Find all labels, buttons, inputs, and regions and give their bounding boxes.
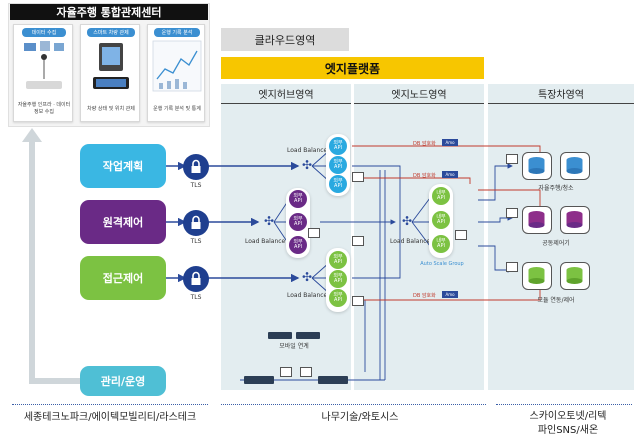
vehicle-db-icon xyxy=(528,267,545,284)
vehicle-monitoring-caption: 차량 상태 및 위치 관제 xyxy=(87,105,135,112)
tls-label-1: TLS xyxy=(190,182,202,189)
external-api-node: 외부 API xyxy=(289,190,307,208)
load-balance-label-1: Load Balance xyxy=(287,147,328,154)
edge-platform-header: 엣지플랫폼 xyxy=(221,57,484,79)
data-collection-caption: 자율주행 인프라 · 데이터 정보 수집 xyxy=(17,102,71,115)
document-icon xyxy=(352,296,364,306)
external-api-node: 외부 API xyxy=(329,156,347,174)
load-balance-label-4: Load Balance xyxy=(390,238,431,245)
db-encrypt-label-2: DB 암호화 xyxy=(413,173,436,179)
vehicle-monitoring-card: 스마트 차량 관제 차량 상태 및 위치 관제 xyxy=(80,24,140,122)
vehicle-monitoring-chip: 스마트 차량 관제 xyxy=(87,28,135,37)
analytics-chart-icon xyxy=(152,40,202,92)
internal-api-node: 내부 API xyxy=(432,235,450,253)
vehicle-module-2 xyxy=(560,262,590,290)
bottom-divider-right xyxy=(496,404,632,405)
data-collection-card: 데이터 수집 자율주행 인프라 · 데이터 정보 수집 xyxy=(13,24,73,122)
document-icon xyxy=(352,172,364,182)
monitor-icon xyxy=(93,43,129,89)
load-balance-label-2: Load Balance xyxy=(245,238,286,245)
mobile-server-2 xyxy=(296,332,320,339)
special-vehicle-header: 특장차영역 xyxy=(488,84,634,104)
module-control-label: 모듈 연동/제어 xyxy=(537,297,575,304)
management-box[interactable]: 관리/운영 xyxy=(80,366,166,396)
driving-analysis-chip: 운행 기록 분석 xyxy=(154,28,200,37)
internal-api-node: 내부 API xyxy=(432,187,450,205)
external-api-node: 외부 API xyxy=(289,213,307,231)
external-api-node: 외부 API xyxy=(329,270,347,288)
document-icon xyxy=(280,367,292,377)
vehicle-db-icon xyxy=(528,157,545,174)
vehicle-co-control-1 xyxy=(522,206,552,234)
co-controller-label: 공동제어기 xyxy=(542,240,570,247)
vehicle-db-icon xyxy=(566,157,583,174)
amo-tag-1: Amo xyxy=(442,139,458,146)
mobile-server-1 xyxy=(268,332,292,339)
document-icon xyxy=(308,228,320,238)
lock-icon xyxy=(191,215,201,229)
control-center-title: 자율주행 통합관제센터 xyxy=(10,4,208,20)
cloud-area-header: 클라우드영역 xyxy=(221,28,349,51)
tls-lock-3 xyxy=(183,266,209,292)
partner-label-left: 세종테크노파크/에이텍모빌리티/라스테크 xyxy=(23,411,197,423)
data-collection-chip: 데이터 수집 xyxy=(22,28,66,37)
load-balancer-icon-3: ✣ xyxy=(301,270,313,284)
tls-lock-2 xyxy=(183,210,209,236)
external-api-node: 외부 API xyxy=(289,236,307,254)
tls-label-2: TLS xyxy=(190,238,202,245)
document-icon xyxy=(506,262,518,272)
mobile-link-label: 모바일 연계 xyxy=(279,343,309,350)
vehicle-autonomous-2 xyxy=(560,152,590,180)
document-icon xyxy=(455,230,467,240)
lock-icon xyxy=(191,271,201,285)
load-balancer-icon-1: ✣ xyxy=(301,158,313,172)
tls-label-3: TLS xyxy=(190,294,202,301)
partner-label-middle: 나무기술/와토시스 xyxy=(321,411,399,423)
partner-label-right-2: 파인SNS/새온 xyxy=(537,425,599,436)
edge-node-header: 엣지노드영역 xyxy=(354,84,484,104)
load-balancer-icon-4: ✣ xyxy=(401,214,413,228)
external-api-node: 외부 API xyxy=(329,175,347,193)
document-icon xyxy=(352,236,364,246)
driving-analysis-caption: 운행 기록 분석 및 통계 xyxy=(153,105,201,112)
db-encrypt-label-3: DB 암호화 xyxy=(413,293,436,299)
lock-icon xyxy=(191,159,201,173)
partner-label-right-1: 스카이오토넷/리텍 xyxy=(529,411,607,422)
load-balance-label-3: Load Balance xyxy=(287,292,328,299)
vehicle-db-icon xyxy=(566,267,583,284)
amo-tag-3: Amo xyxy=(442,291,458,298)
server-rack-2 xyxy=(318,376,348,384)
amo-tag-2: Amo xyxy=(442,171,458,178)
auto-scale-label: Auto Scale Group xyxy=(420,261,464,267)
bottom-divider-left xyxy=(12,404,208,405)
server-rack-1 xyxy=(244,376,274,384)
vehicle-module-1 xyxy=(522,262,552,290)
task-plan-box[interactable]: 작업계획 xyxy=(80,144,166,188)
driving-analysis-card: 운행 기록 분석 운행 기록 분석 및 통계 xyxy=(147,24,205,122)
access-control-box[interactable]: 접근제어 xyxy=(80,256,166,300)
db-encrypt-label-1: DB 암호화 xyxy=(413,141,436,147)
document-icon xyxy=(506,208,518,218)
autonomous-cleaning-label: 자율주행/청소 xyxy=(538,185,574,192)
external-api-node: 외부 API xyxy=(329,137,347,155)
document-icon xyxy=(300,367,312,377)
vehicle-db-icon xyxy=(528,211,545,228)
edge-hub-header: 엣지허브영역 xyxy=(221,84,351,104)
infrastructure-icon xyxy=(24,41,64,89)
external-api-node: 외부 API xyxy=(329,289,347,307)
tls-lock-1 xyxy=(183,154,209,180)
remote-control-box[interactable]: 원격제어 xyxy=(80,200,166,244)
document-icon xyxy=(506,154,518,164)
special-vehicle-panel xyxy=(488,84,634,390)
internal-api-node: 내부 API xyxy=(432,211,450,229)
vehicle-db-icon xyxy=(566,211,583,228)
vehicle-autonomous-1 xyxy=(522,152,552,180)
load-balancer-icon-2: ✣ xyxy=(263,214,275,228)
bottom-divider-middle xyxy=(221,404,486,405)
external-api-node: 외부 API xyxy=(329,251,347,269)
vehicle-co-control-2 xyxy=(560,206,590,234)
